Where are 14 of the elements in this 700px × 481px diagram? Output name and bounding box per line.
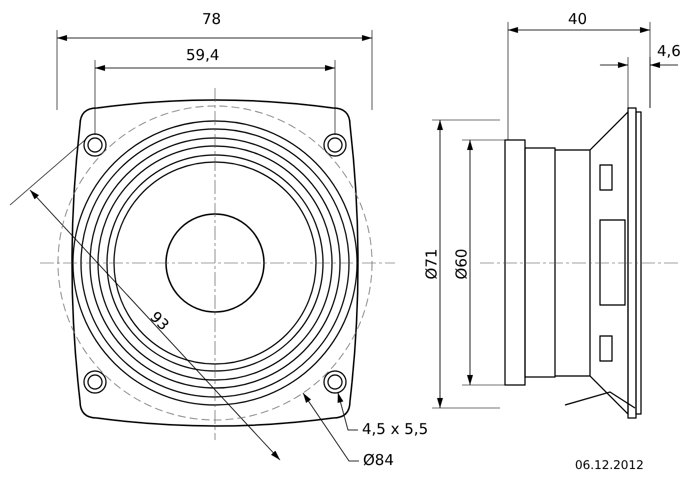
dimension-label: 59,4: [186, 46, 220, 64]
dimension-label: Ø60: [452, 248, 470, 280]
dimension-label: 4,5 x 5,5: [362, 420, 428, 438]
date-label: 06.12.2012: [575, 457, 644, 474]
dimension-label: 78: [202, 10, 222, 28]
dashed-circle: [58, 106, 372, 420]
dimension-label: Ø84: [363, 451, 394, 469]
dimension-label: Ø71: [422, 248, 440, 280]
leader-line: [338, 392, 358, 430]
dimension-label: 93: [146, 308, 173, 334]
mounting-hole: [323, 370, 347, 394]
leader-line: [302, 392, 360, 462]
dimension-label: 40: [568, 10, 588, 28]
dimension-label: 4,6: [657, 42, 681, 60]
